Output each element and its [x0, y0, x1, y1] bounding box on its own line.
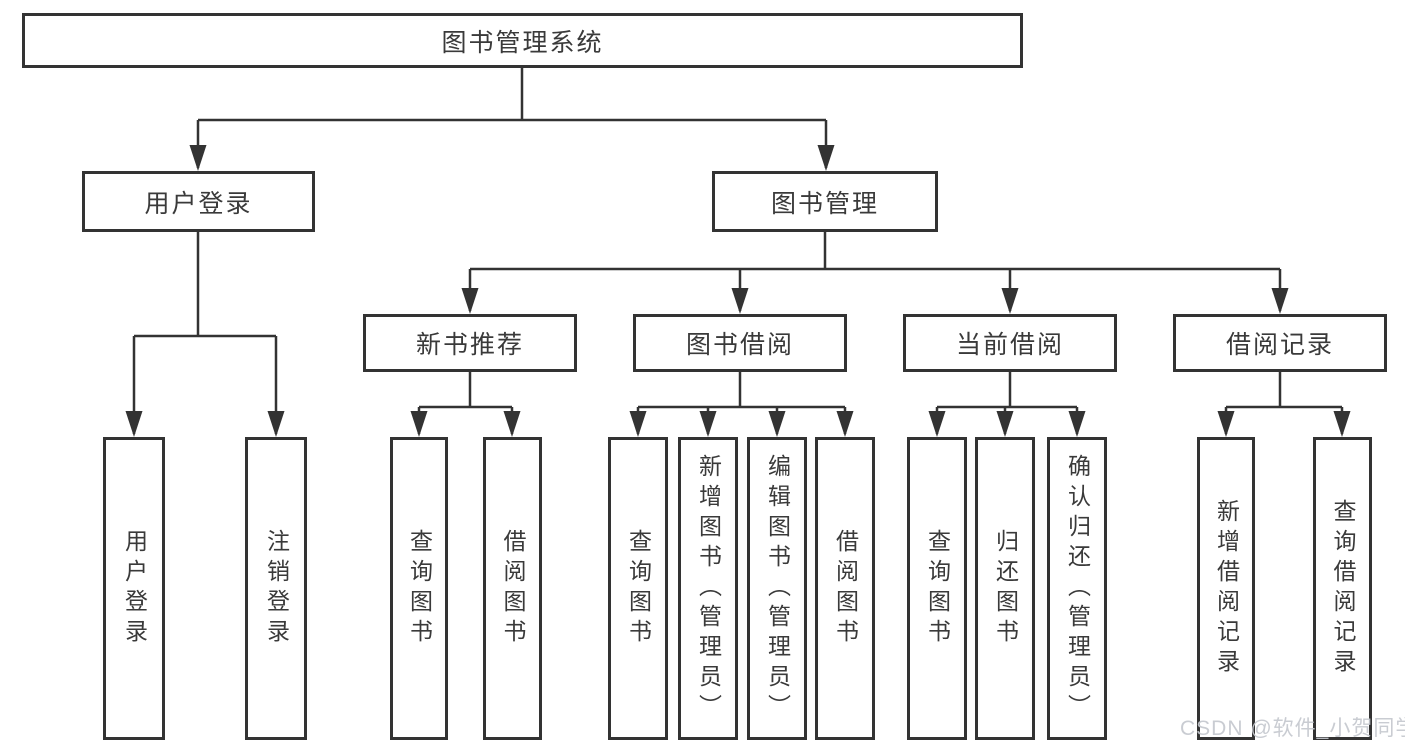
watermark: CSDN @软件_小贺同学 — [1180, 717, 1405, 740]
node-label: 新书推荐 — [415, 331, 524, 359]
node-label: 用户登录 — [144, 189, 253, 218]
node-label: 查询图书 — [625, 528, 652, 649]
node-label: 图书借阅 — [685, 331, 794, 359]
node-label: 图书管理系统 — [441, 28, 604, 57]
leaf-borrow-books-recommend: 借阅图书 — [483, 437, 542, 740]
node-library-management-system: 图书管理系统 — [22, 13, 1023, 68]
node-label: 借阅记录 — [1225, 331, 1334, 359]
node-book-management: 图书管理 — [712, 171, 938, 232]
node-label: 借阅图书 — [500, 528, 526, 649]
node-label: 图书管理 — [770, 189, 879, 218]
node-label: 归还图书 — [992, 528, 1019, 649]
leaf-confirm-return-admin: 确认归还（管理员） — [1047, 437, 1107, 740]
leaf-return-books: 归还图书 — [975, 437, 1035, 740]
leaf-query-books-current: 查询图书 — [907, 437, 967, 740]
leaf-query-borrow-record: 查询借阅记录 — [1313, 437, 1372, 740]
node-label: 借阅图书 — [832, 528, 859, 649]
node-label: 查询图书 — [406, 528, 433, 649]
node-current-borrow: 当前借阅 — [903, 314, 1117, 372]
node-user-login: 用户登录 — [82, 171, 315, 232]
arrowheads — [125, 145, 1351, 437]
leaf-logout: 注销登录 — [245, 437, 307, 740]
node-label: 用户登录 — [121, 528, 148, 649]
node-label: 编辑图书（管理员） — [764, 453, 791, 724]
node-book-borrow: 图书借阅 — [633, 314, 847, 372]
leaf-add-borrow-record: 新增借阅记录 — [1197, 437, 1255, 740]
node-borrow-records: 借阅记录 — [1173, 314, 1387, 372]
node-new-book-recommend: 新书推荐 — [363, 314, 577, 372]
node-label: 查询图书 — [924, 528, 951, 649]
leaf-user-login: 用户登录 — [103, 437, 165, 740]
leaf-query-books-borrow: 查询图书 — [608, 437, 668, 740]
node-label: 新增图书（管理员） — [695, 453, 722, 724]
leaf-borrow-books: 借阅图书 — [815, 437, 875, 740]
node-label: 确认归还（管理员） — [1064, 453, 1091, 724]
node-label: 新增借阅记录 — [1213, 498, 1240, 679]
node-label: 查询借阅记录 — [1330, 498, 1356, 679]
leaf-query-books-recommend: 查询图书 — [390, 437, 448, 740]
leaf-edit-books-admin: 编辑图书（管理员） — [747, 437, 807, 740]
leaf-add-books-admin: 新增图书（管理员） — [678, 437, 738, 740]
node-label: 当前借阅 — [955, 331, 1064, 359]
node-label: 注销登录 — [263, 528, 290, 649]
